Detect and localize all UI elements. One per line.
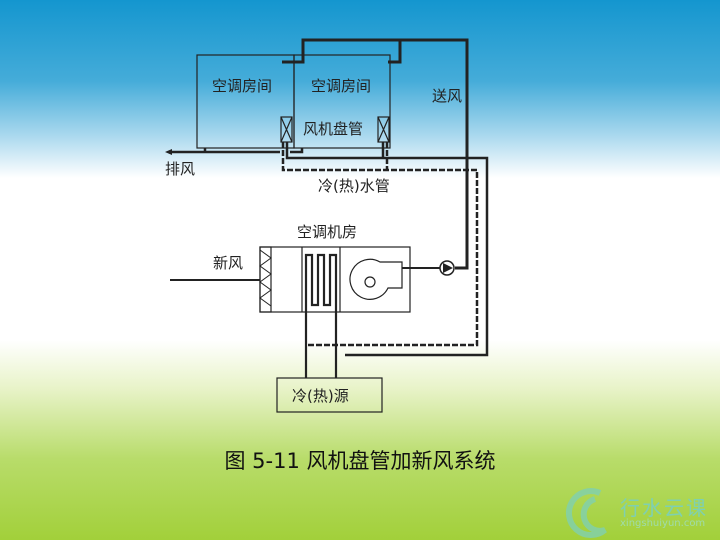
source-box — [276, 377, 383, 413]
fan-coil-right — [377, 116, 390, 143]
fan-housing — [349, 258, 403, 300]
fresh-air-label: 新风 — [213, 254, 244, 272]
fan-coil-label: 风机盘管 — [303, 120, 364, 138]
coil — [304, 253, 338, 378]
supply-duct — [282, 38, 469, 155]
ahu-room-label: 空调机房 — [297, 223, 358, 241]
exhaust-air-label: 排风 — [165, 160, 196, 178]
water-pipe-label: 冷(热)水管 — [318, 177, 390, 195]
room-left-label: 空调房间 — [212, 77, 273, 95]
logo: 行水云课 xingshuiyun.com — [560, 485, 720, 540]
room-left-outline — [196, 54, 295, 149]
room-right-label: 空调房间 — [311, 77, 372, 95]
supply-air-label: 送风 — [432, 87, 463, 105]
exhaust-arrow-icon — [165, 149, 172, 155]
supply-duct-to-fan — [455, 155, 469, 270]
logo-url: xingshuiyun.com — [620, 518, 706, 529]
logo-name: 行水云课 — [620, 496, 708, 520]
supply-water-pipe — [285, 142, 489, 357]
return-water-pipe — [281, 142, 479, 347]
wave-logo-icon — [565, 488, 607, 539]
room-right-outline — [293, 54, 391, 149]
source-label: 冷(热)源 — [292, 387, 349, 405]
fan-coil-left — [280, 116, 293, 143]
figure-caption: 图 5-11 风机盘管加新风系统 — [224, 449, 496, 473]
